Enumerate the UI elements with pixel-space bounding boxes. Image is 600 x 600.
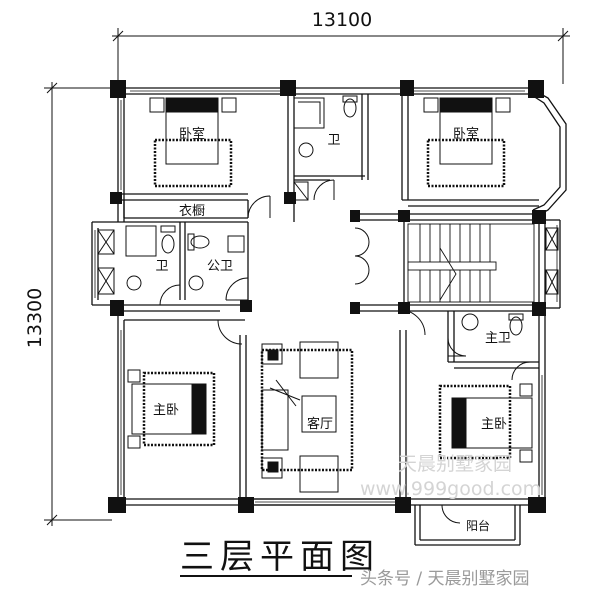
living-room-furniture — [260, 341, 354, 493]
room-label-master-bed-right: 主卧 — [481, 417, 507, 432]
doors — [159, 179, 531, 524]
structural-columns — [108, 80, 546, 513]
room-label-wardrobe: 衣橱 — [179, 203, 205, 219]
watermark-credit: 头条号 / 天晨别墅家园 — [360, 569, 530, 589]
room-labels: 卧室 卧室 卫 衣橱 卫 公卫 主卫 主卧 客厅 主卧 阳台 — [153, 126, 511, 533]
room-label-bedroom-top-left: 卧室 — [179, 126, 205, 142]
watermark-name: 天晨别墅家园 — [398, 453, 512, 475]
bed-top-right — [423, 97, 511, 188]
bed-right-master — [438, 383, 533, 463]
dimension-width — [112, 28, 570, 84]
windows — [94, 90, 558, 503]
room-label-balcony: 阳台 — [466, 518, 490, 533]
room-label-master-bed-left: 主卧 — [153, 403, 179, 418]
walls — [91, 87, 567, 546]
room-label-bath-left: 卫 — [155, 259, 168, 274]
bed-left-master — [127, 369, 216, 449]
staircase — [407, 223, 535, 303]
bath-fixtures — [97, 95, 559, 336]
room-label-public-bath: 公卫 — [207, 259, 233, 274]
room-label-living-room: 客厅 — [307, 416, 333, 432]
room-label-master-bath: 主卫 — [485, 331, 511, 346]
bed-top-left — [149, 97, 237, 188]
watermark-url: www.999good.com — [360, 478, 541, 500]
plan-title: 三层平面图 — [180, 537, 380, 577]
room-label-bath-top: 卫 — [327, 133, 340, 148]
dimension-height-label: 13300 — [24, 288, 46, 348]
dimension-height — [44, 82, 112, 526]
room-label-bedroom-top-right: 卧室 — [453, 126, 479, 142]
dimension-width-label: 13100 — [312, 9, 372, 31]
